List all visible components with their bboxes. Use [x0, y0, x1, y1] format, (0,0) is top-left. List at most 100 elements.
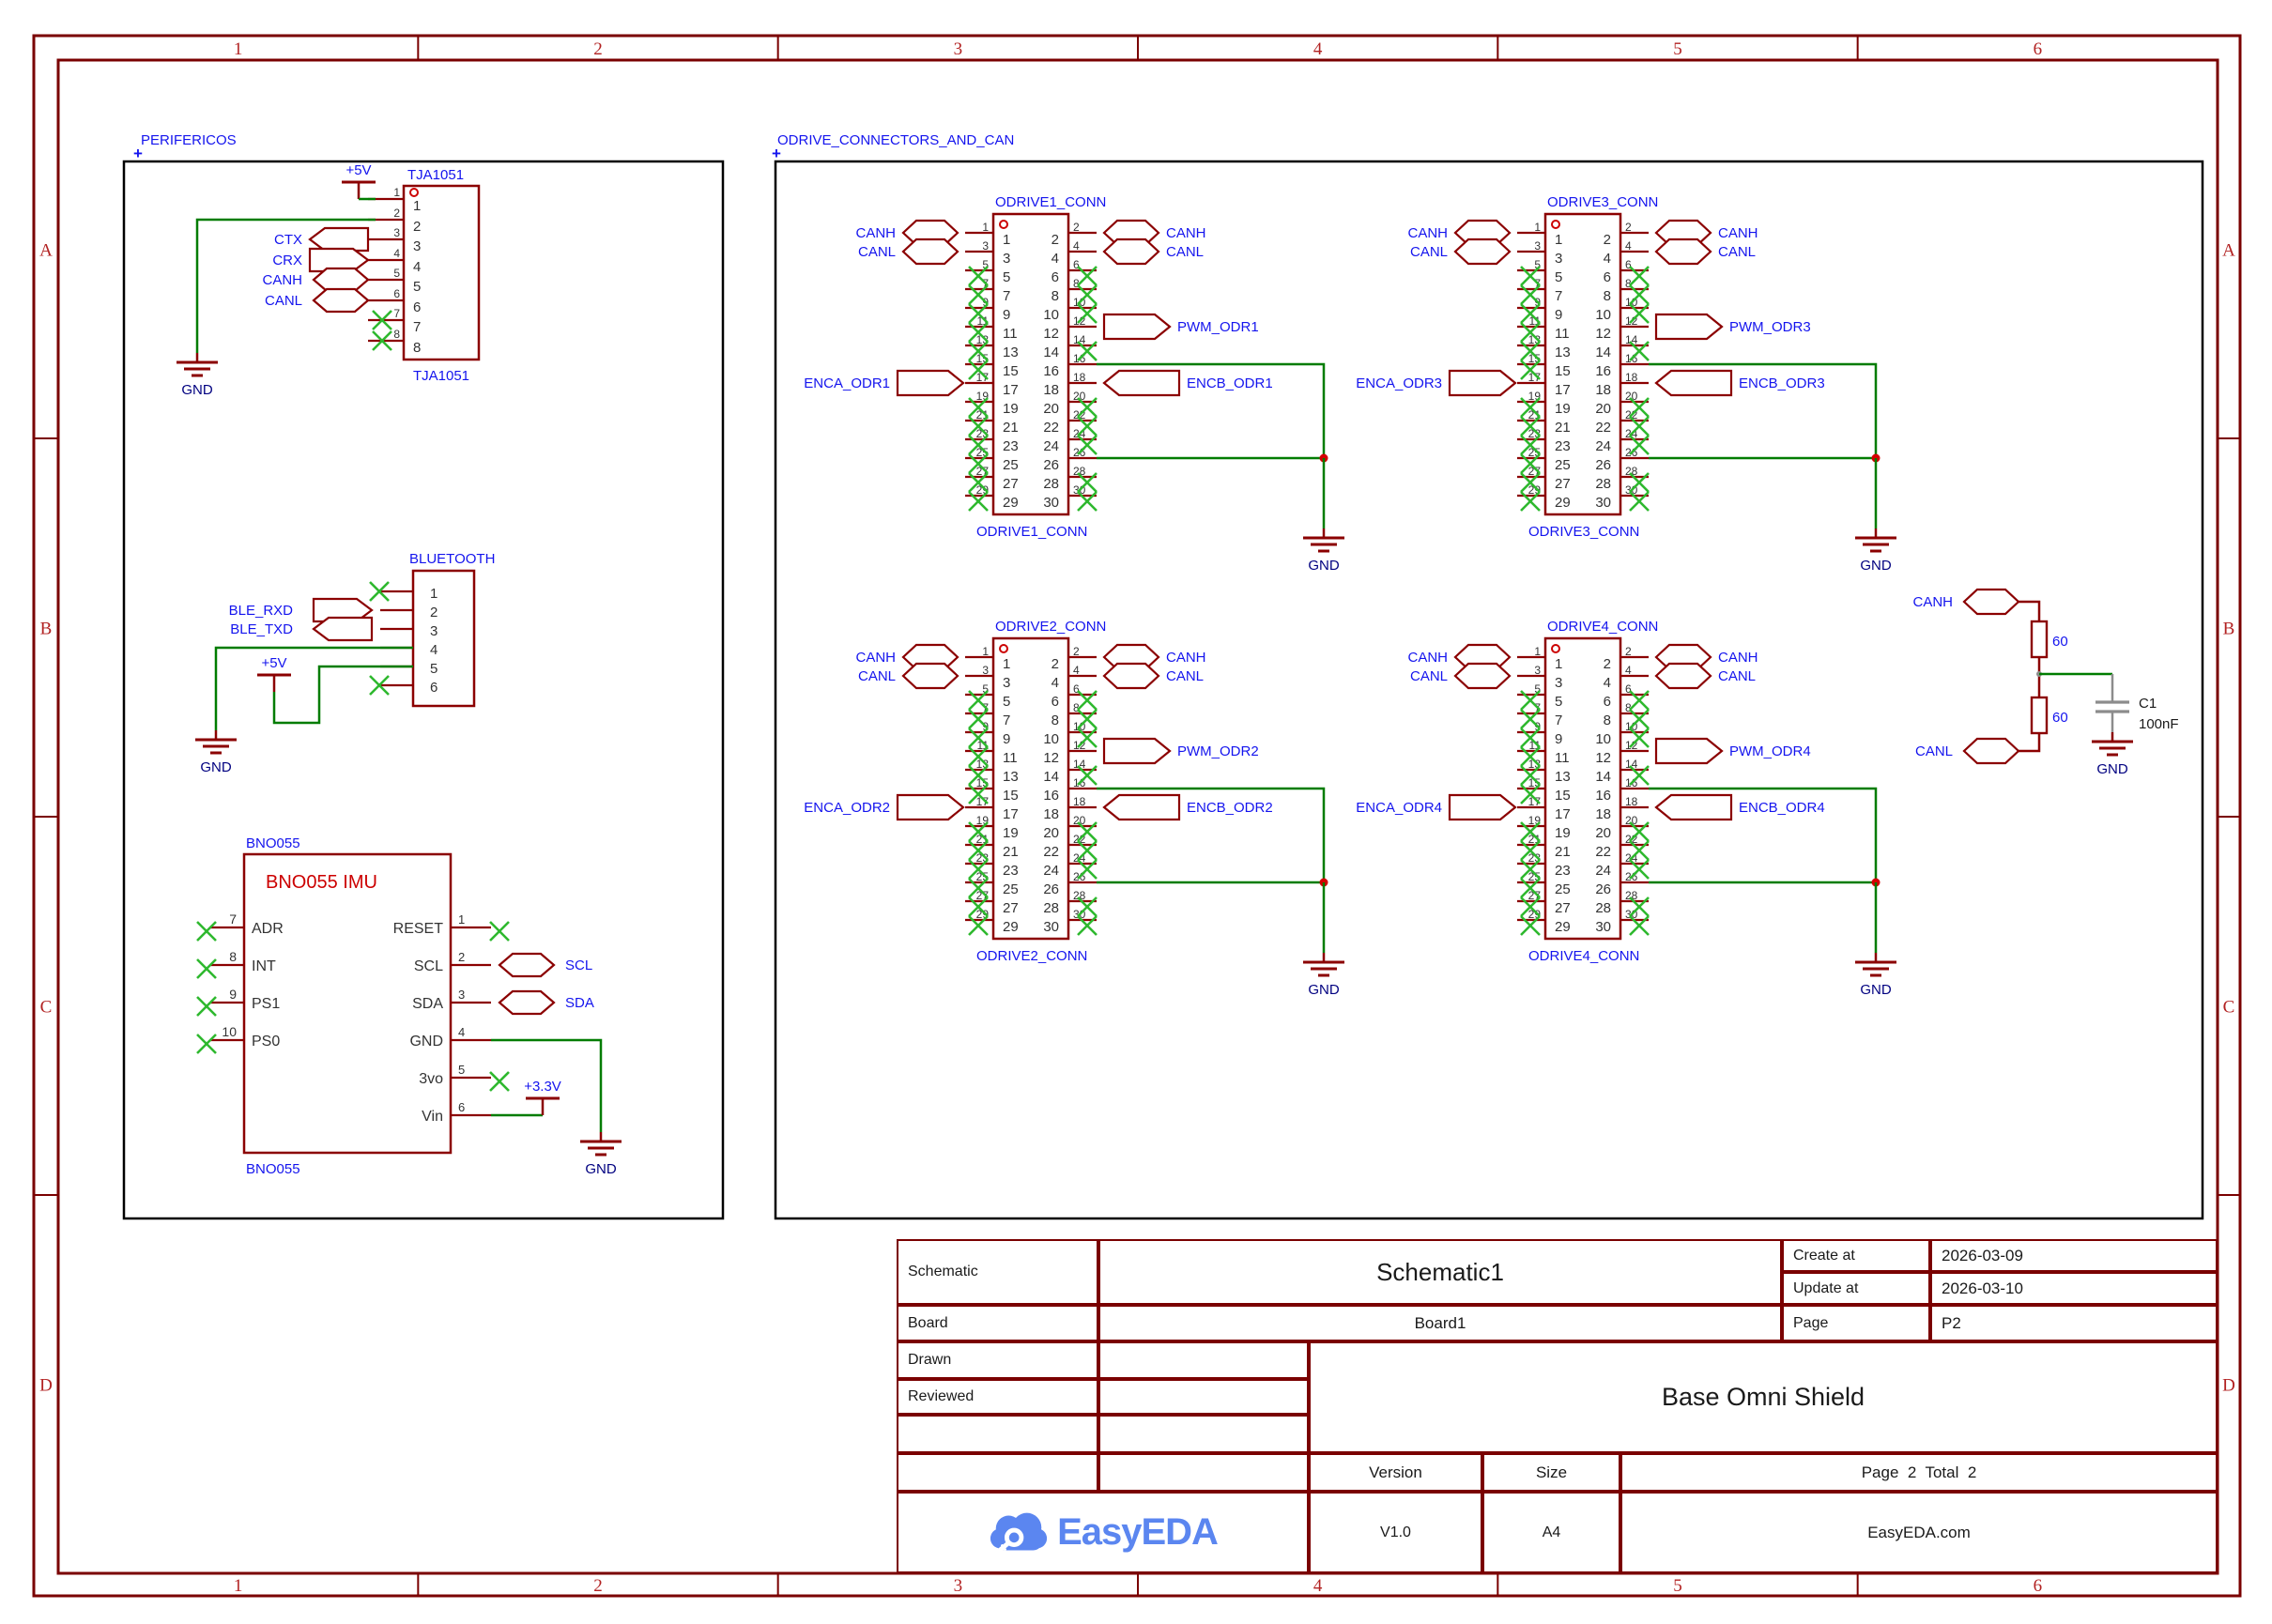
no-connect-icon	[1520, 303, 1541, 324]
svg-text:1: 1	[982, 221, 989, 234]
svg-text:CANL: CANL	[858, 668, 896, 684]
svg-text:GND: GND	[1860, 558, 1892, 574]
svg-text:ODRIVE3_CONN: ODRIVE3_CONN	[1547, 194, 1658, 210]
svg-text:CANH: CANH	[1407, 650, 1448, 666]
net-port	[1962, 737, 2020, 765]
pin1-marker	[999, 220, 1008, 229]
svg-text:8: 8	[393, 328, 400, 341]
svg-text:8: 8	[1052, 288, 1059, 304]
no-connect-icon	[1077, 284, 1098, 305]
no-connect-icon	[1520, 840, 1541, 861]
no-connect-icon	[1520, 284, 1541, 305]
no-connect-icon	[1629, 690, 1650, 711]
svg-text:18: 18	[1595, 382, 1611, 398]
svg-text:CANL: CANL	[1718, 244, 1756, 260]
svg-text:18: 18	[1073, 795, 1086, 808]
net-port	[1654, 237, 1712, 266]
no-connect-icon	[1520, 322, 1541, 343]
svg-text:19: 19	[1528, 814, 1542, 827]
svg-text:3: 3	[1003, 675, 1010, 691]
svg-text:30: 30	[1043, 495, 1059, 511]
no-connect-icon	[489, 921, 510, 942]
svg-text:2: 2	[458, 950, 465, 964]
no-connect-icon	[1520, 896, 1541, 917]
no-connect-icon	[1077, 728, 1098, 748]
svg-text:2: 2	[593, 1576, 603, 1596]
no-connect-icon	[1077, 840, 1098, 861]
svg-text:1: 1	[413, 198, 421, 214]
net-port	[1448, 793, 1517, 821]
svg-text:13: 13	[1555, 345, 1571, 360]
svg-text:1: 1	[1534, 645, 1541, 658]
svg-text:CANL: CANL	[858, 244, 896, 260]
net-port	[896, 369, 965, 397]
svg-text:1: 1	[458, 912, 465, 927]
no-connect-icon	[968, 397, 989, 418]
no-connect-icon	[1520, 266, 1541, 286]
no-connect-icon	[1520, 859, 1541, 880]
svg-text:PS1: PS1	[252, 996, 280, 1012]
svg-text:14: 14	[1595, 345, 1611, 360]
svg-text:17: 17	[1003, 806, 1019, 822]
no-connect-icon	[1077, 435, 1098, 455]
svg-text:GND: GND	[2096, 761, 2128, 777]
svg-text:10: 10	[222, 1024, 237, 1039]
svg-text:11: 11	[1555, 750, 1570, 766]
no-connect-icon	[1077, 397, 1098, 418]
net-port	[1102, 662, 1160, 690]
svg-text:22: 22	[1043, 420, 1059, 436]
svg-text:24: 24	[1043, 438, 1059, 454]
svg-text:8: 8	[1625, 277, 1632, 290]
no-connect-icon	[1520, 453, 1541, 474]
svg-text:PERIFERICOS: PERIFERICOS	[141, 132, 237, 148]
net-port	[901, 237, 959, 266]
no-connect-icon	[1629, 435, 1650, 455]
svg-text:30: 30	[1595, 919, 1611, 935]
no-connect-icon	[1520, 915, 1541, 936]
no-connect-icon	[1077, 303, 1098, 324]
no-connect-icon	[1077, 896, 1098, 917]
svg-text:28: 28	[1043, 476, 1059, 492]
svg-text:BNO055: BNO055	[246, 1161, 300, 1177]
svg-text:13: 13	[1555, 769, 1571, 785]
no-connect-icon	[1520, 746, 1541, 767]
svg-text:B: B	[40, 620, 53, 639]
svg-text:SDA: SDA	[565, 995, 594, 1011]
svg-text:GND: GND	[1308, 558, 1340, 574]
svg-text:5: 5	[1534, 258, 1541, 271]
svg-text:BNO055 IMU: BNO055 IMU	[266, 872, 377, 893]
net-port	[1962, 588, 2020, 616]
svg-text:3: 3	[393, 226, 400, 239]
no-connect-icon	[372, 330, 392, 351]
gnd-symbol: GND	[195, 730, 237, 775]
svg-text:2: 2	[593, 39, 603, 59]
svg-text:TJA1051: TJA1051	[407, 167, 464, 183]
svg-text:ODRIVE_CONNECTORS_AND_CAN: ODRIVE_CONNECTORS_AND_CAN	[777, 132, 1014, 148]
svg-text:11: 11	[1555, 326, 1570, 342]
svg-text:10: 10	[1043, 307, 1059, 323]
svg-text:11: 11	[1003, 326, 1018, 342]
svg-text:9: 9	[1555, 731, 1562, 747]
svg-text:ENCA_ODR1: ENCA_ODR1	[804, 375, 890, 391]
svg-text:29: 29	[1003, 495, 1019, 511]
svg-text:17: 17	[1528, 795, 1542, 808]
svg-text:ODRIVE1_CONN: ODRIVE1_CONN	[976, 524, 1087, 540]
svg-text:8: 8	[413, 340, 421, 356]
svg-text:4: 4	[1604, 675, 1611, 691]
net-port	[312, 267, 370, 293]
odrive1-conn-symbol: ODRIVE1_CONNODRIVE1_CONN1122334455667788…	[804, 194, 1344, 574]
gnd-symbol: GND	[1855, 529, 1896, 574]
net-port	[1102, 369, 1181, 397]
no-connect-icon	[968, 915, 989, 936]
svg-text:16: 16	[1043, 363, 1059, 379]
no-connect-icon	[1629, 284, 1650, 305]
svg-text:4: 4	[1052, 675, 1059, 691]
svg-text:CANL: CANL	[265, 293, 302, 309]
no-connect-icon	[968, 435, 989, 455]
svg-text:2: 2	[1073, 221, 1080, 234]
no-connect-icon	[968, 784, 989, 804]
svg-text:2: 2	[393, 207, 400, 220]
svg-text:ODRIVE4_CONN: ODRIVE4_CONN	[1547, 619, 1658, 635]
